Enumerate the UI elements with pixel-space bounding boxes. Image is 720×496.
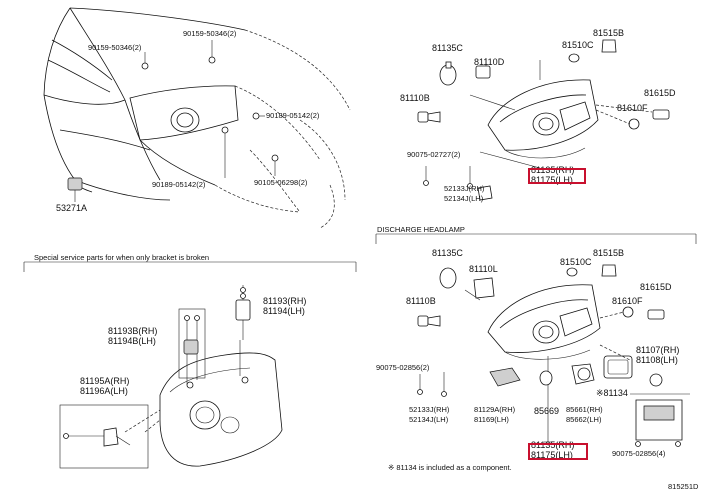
label-90075-02727: 90075-02727(2) [407,150,461,159]
label-81510c-top: 81510C [562,40,594,50]
highlight-81175-top [528,168,586,184]
label-53271a: 53271A [56,203,88,213]
label-81193: 81193(RH) 81194(LH) [263,296,307,316]
label-81515b-top: 81515B [593,28,625,38]
label-81610f-bot: 81610F [612,296,643,306]
figure-id: 815251D [668,482,699,491]
label-90075-02856-a: 90075-02856(2) [376,363,430,372]
section-title-discharge: DISCHARGE HEADLAMP [377,225,465,234]
bracket-detail [59,285,283,469]
label-81107: 81107(RH) 81108(LH) [636,345,680,365]
label-81135-81175-bot: 81135(RH) 81175(LH) [531,440,575,460]
label-81110l: 81110L [469,264,498,274]
label-81110b-bot: 81110B [406,296,436,306]
section-title-special: Special service parts for when only brac… [34,253,210,262]
label-90159-50346-b: 90159-50346(2) [183,29,237,38]
label-81193b: 81193B(RH) 81194B(LH) [108,326,158,346]
highlight-81175-bot [528,443,588,460]
headlamp-assembly-top [417,39,670,201]
footnote: ※ 81134 is included as a component. [388,463,512,472]
label-81135c-top: 81135C [432,43,463,53]
label-90075-02856-b: 90075-02856(4) [612,449,666,458]
label-81515b-bot: 81515B [593,248,625,258]
label-81615d-top: 81615D [644,88,676,98]
label-52133j-top: 52133J(RH) 52134J(LH) [444,184,485,203]
vehicle-front-illustration [43,7,351,229]
label-81129a: 81129A(RH) 81169(LH) [474,405,516,424]
special-service-frame [23,261,357,272]
label-81195a: 81195A(RH) 81196A(LH) [80,376,130,396]
label-81610f-top: 81610F [617,103,648,113]
label-90189-05142-a: 90189-05142(2) [266,111,320,120]
label-90159-50346-a: 90159-50346(2) [88,43,142,52]
label-85661: 85661(RH) 85662(LH) [566,405,603,424]
label-81110d: 81110D [474,57,505,67]
label-81134: ※81134 [596,388,628,398]
label-81510c-bot: 81510C [560,257,592,267]
label-81615d-bot: 81615D [640,282,672,292]
label-52133j-bot: 52133J(RH) 52134J(LH) [409,405,450,424]
label-85669: 85669 [534,406,560,416]
headlamp-assembly-bottom [417,264,690,447]
label-90105-06298: 90105-06298(2) [254,178,308,187]
label-81135c-bot: 81135C [432,248,463,258]
label-90189-05142-b: 90189-05142(2) [152,180,206,189]
label-81110b-top: 81110B [400,93,430,103]
label-81135-81175-top: 81135(RH) 81175(LH) [531,165,575,185]
discharge-section-frame [375,233,697,244]
